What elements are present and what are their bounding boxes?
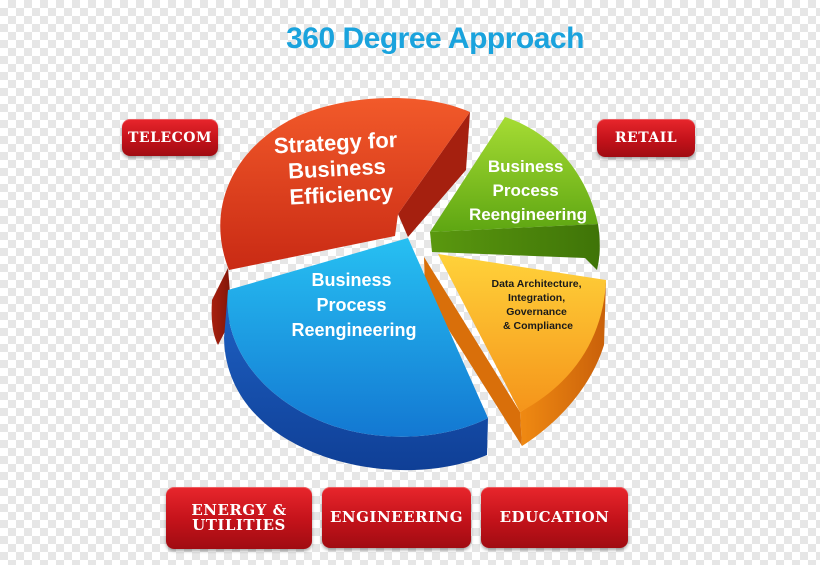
green-segment bbox=[430, 117, 600, 270]
blue-label-line1: Business bbox=[311, 270, 391, 290]
retail-tag: RETAIL bbox=[597, 119, 695, 157]
orange-label-line4: & Compliance bbox=[503, 320, 573, 332]
orange-label-line1: Data Architecture, bbox=[492, 278, 582, 290]
retail-label: RETAIL bbox=[614, 130, 678, 146]
green-segment-label: Business Process Reengineering bbox=[469, 157, 587, 224]
green-label-line1: Business bbox=[488, 157, 564, 176]
energy-label-line2: UTILITIES bbox=[192, 516, 286, 534]
blue-segment-side bbox=[224, 290, 488, 471]
telecom-label: TELECOM bbox=[128, 129, 212, 146]
engineering-tag: ENGINEERING bbox=[322, 487, 471, 548]
red-segment-label: Strategy for Business Efficiency bbox=[273, 127, 406, 211]
page-title: 360 Degree Approach bbox=[286, 22, 584, 55]
engineering-label: ENGINEERING bbox=[329, 508, 464, 526]
blue-segment bbox=[224, 238, 488, 471]
orange-label-line2: Integration, bbox=[508, 292, 565, 304]
energy-utilities-tag: ENERGY & UTILITIES bbox=[166, 487, 312, 549]
green-segment-side bbox=[430, 224, 600, 270]
orange-segment-label: Data Architecture, Integration, Governan… bbox=[492, 278, 585, 332]
red-segment bbox=[211, 97, 470, 345]
orange-segment bbox=[424, 254, 606, 446]
red-segment-edge bbox=[398, 112, 470, 237]
energy-label-line1: ENERGY & bbox=[191, 501, 287, 519]
orange-label-line3: Governance bbox=[506, 306, 567, 318]
telecom-tag: TELECOM bbox=[122, 119, 218, 156]
green-segment-top bbox=[430, 117, 598, 232]
red-segment-top bbox=[220, 97, 470, 270]
orange-segment-top bbox=[438, 254, 606, 412]
red-label-line3: Efficiency bbox=[289, 179, 395, 209]
education-tag: EDUCATION bbox=[481, 487, 628, 548]
red-label-line2: Business bbox=[287, 154, 386, 184]
green-label-line3: Reengineering bbox=[469, 205, 587, 224]
education-label: EDUCATION bbox=[499, 508, 610, 526]
orange-segment-left bbox=[424, 257, 522, 446]
blue-segment-label: Business Process Reengineering bbox=[291, 270, 416, 340]
blue-segment-top bbox=[227, 238, 488, 437]
blue-label-line2: Process bbox=[316, 295, 386, 315]
green-label-line2: Process bbox=[493, 181, 559, 200]
orange-segment-side bbox=[520, 280, 606, 446]
blue-label-line3: Reengineering bbox=[291, 320, 416, 340]
